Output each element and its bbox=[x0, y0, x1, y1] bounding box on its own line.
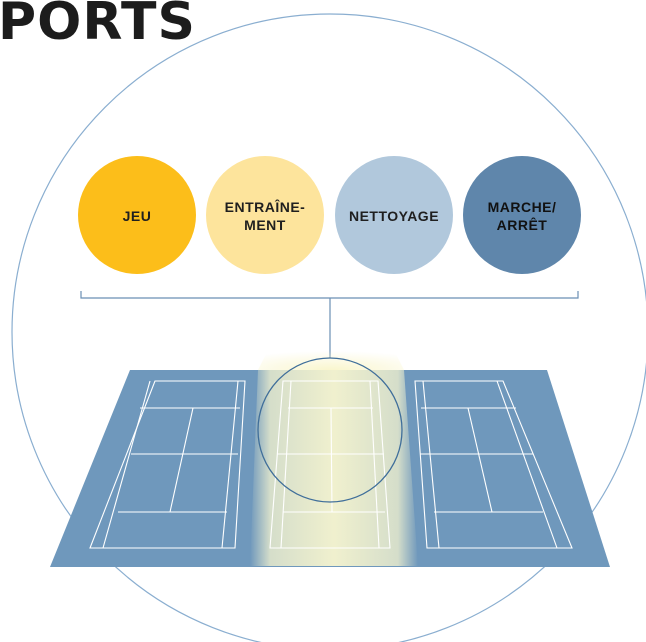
page-title: PORTS bbox=[0, 0, 196, 52]
highlight-glow bbox=[250, 370, 418, 566]
mode-marche-arret[interactable]: MARCHE/ ARRÊT bbox=[463, 156, 581, 274]
mode-label-line1: MARCHE/ bbox=[488, 199, 557, 215]
mode-entrainement[interactable]: ENTRAÎNE- MENT bbox=[206, 156, 324, 274]
mode-label-line2: ARRÊT bbox=[497, 216, 548, 233]
mode-circle bbox=[206, 156, 324, 274]
mode-jeu[interactable]: JEU bbox=[78, 156, 196, 274]
mode-label-line1: ENTRAÎNE- bbox=[225, 198, 306, 215]
mode-nettoyage[interactable]: NETTOYAGE bbox=[335, 156, 453, 274]
mode-label: JEU bbox=[123, 208, 152, 224]
mode-circle bbox=[335, 156, 453, 274]
mode-circle bbox=[463, 156, 581, 274]
court-left bbox=[89, 380, 246, 549]
mode-label-line2: MENT bbox=[244, 217, 286, 233]
mode-circles: JEU ENTRAÎNE- MENT NETTOYAGE MARCHE/ ARR… bbox=[78, 156, 581, 274]
mode-label: NETTOYAGE bbox=[349, 208, 439, 224]
mode-circle bbox=[78, 156, 196, 274]
focus-circle bbox=[257, 357, 403, 503]
court-right bbox=[414, 380, 573, 549]
outer-circle bbox=[11, 13, 646, 642]
court-center-highlighted bbox=[269, 380, 391, 549]
